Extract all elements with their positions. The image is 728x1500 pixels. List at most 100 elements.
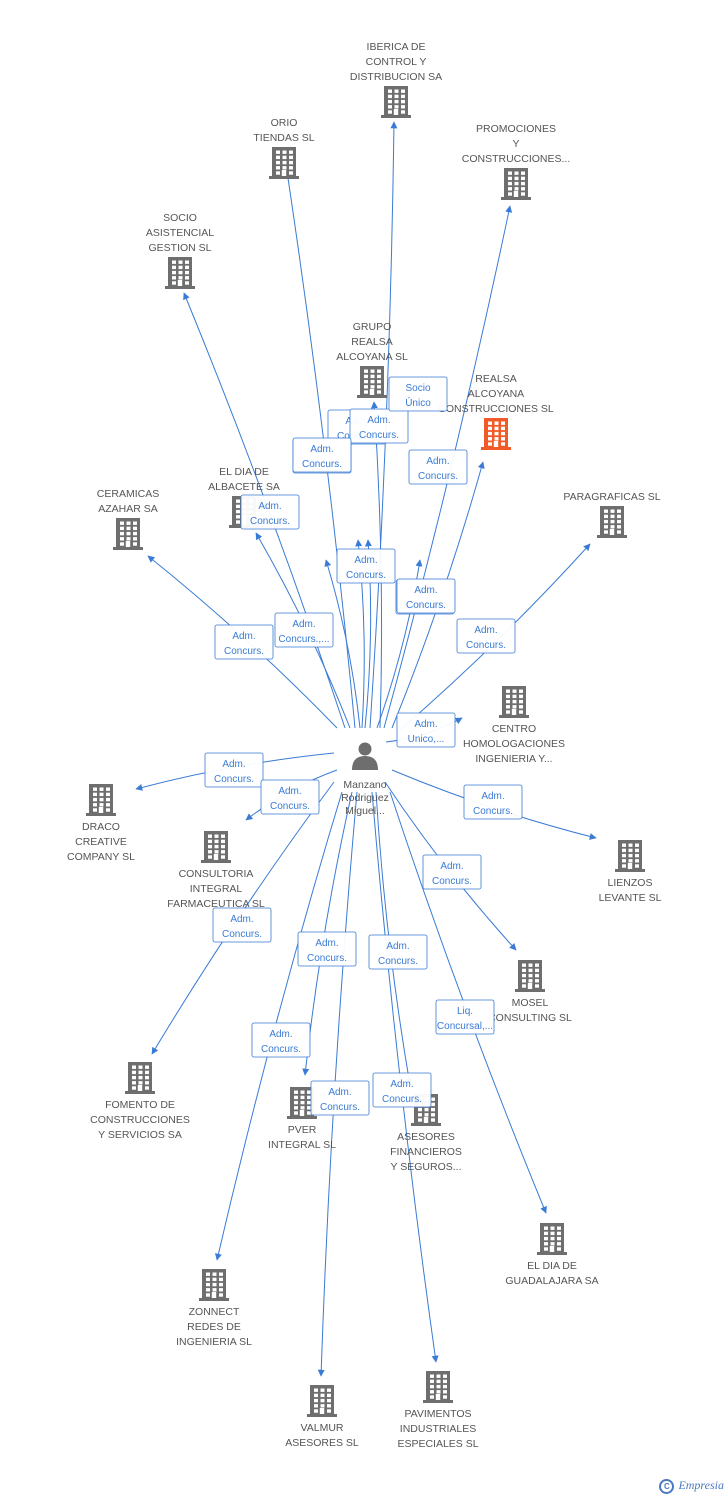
valmur-building-icon[interactable] bbox=[307, 1385, 337, 1417]
edge-label-realsa[interactable]: Adm.Concurs. bbox=[396, 578, 456, 614]
edge-label-text: Concurs. bbox=[214, 774, 254, 785]
edge-label-albacete[interactable]: Adm. Concurs.,... bbox=[274, 612, 334, 648]
ceramicas-building-icon[interactable] bbox=[113, 518, 143, 550]
orio-label: ORIO bbox=[271, 117, 298, 129]
edge-label-albacete[interactable]: Adm.Concurs. bbox=[240, 494, 300, 530]
ceramicas-label: AZAHAR SA bbox=[98, 503, 158, 515]
edge-label-text: Concurs. bbox=[418, 471, 458, 482]
edge-label-text: Concurs. bbox=[466, 640, 506, 651]
edge-label-text: Adm. bbox=[328, 1087, 351, 1098]
iberica-building-icon[interactable] bbox=[381, 86, 411, 118]
iberica-label: IBERICA DE bbox=[367, 41, 426, 53]
draco-building-icon[interactable] bbox=[86, 784, 116, 816]
edge-label-pver[interactable]: Adm.Concurs. bbox=[297, 931, 357, 967]
edge-label-text: Adm. bbox=[386, 941, 409, 952]
pavimentos-building-icon[interactable] bbox=[423, 1371, 453, 1403]
orio-label: TIENDAS SL bbox=[253, 132, 314, 144]
promociones-label: PROMOCIONES bbox=[476, 123, 556, 135]
edge-label-text: Adm. bbox=[269, 1029, 292, 1040]
fomento-label: Y SERVICIOS SA bbox=[98, 1129, 182, 1141]
edge-label-grupo[interactable]: Adm.Concurs. bbox=[336, 548, 396, 584]
edge-label-fomento[interactable]: Adm.Concurs. bbox=[212, 907, 272, 943]
edge-label-text: Adm. bbox=[278, 786, 301, 797]
guadalajara-building-icon[interactable] bbox=[537, 1223, 567, 1255]
edge-label-guadalajara[interactable]: Liq.Concursal,... bbox=[435, 999, 495, 1035]
zonnect-label: REDES DE bbox=[187, 1321, 241, 1333]
edge-label-consultoria[interactable]: Adm.Concurs. bbox=[260, 779, 320, 815]
pavimentos-label: ESPECIALES SL bbox=[397, 1438, 478, 1450]
edge-label-text: Socio bbox=[405, 383, 430, 394]
fomento-building-icon[interactable] bbox=[125, 1062, 155, 1094]
socio-building-icon[interactable] bbox=[165, 257, 195, 289]
edge-label-pavimentos[interactable]: Adm.Concurs. bbox=[372, 1072, 432, 1108]
edge-label-text: Concurs.,... bbox=[278, 634, 329, 645]
grupo-building-icon[interactable] bbox=[357, 366, 387, 398]
edge-label-text: Adm. bbox=[440, 861, 463, 872]
consultoria-label: INTEGRAL bbox=[190, 883, 243, 895]
edge-label-text: Concurs. bbox=[346, 570, 386, 581]
socio-label: SOCIO bbox=[163, 212, 197, 224]
grupo-label: REALSA bbox=[351, 336, 392, 348]
edge-label-zonnect[interactable]: Adm.Concurs. bbox=[251, 1022, 311, 1058]
edge-label-paragraficas[interactable]: Adm. Concurs. bbox=[456, 618, 516, 654]
edge-label-mosel[interactable]: Adm.Concurs. bbox=[422, 854, 482, 890]
orio-building-icon[interactable] bbox=[269, 147, 299, 179]
edge-label-text: Adm. bbox=[232, 631, 255, 642]
ceramicas-label: CERAMICAS bbox=[97, 488, 159, 500]
edge-label-grupo[interactable]: Adm.Concurs. bbox=[292, 437, 352, 473]
lienzos-building-icon[interactable] bbox=[615, 840, 645, 872]
realsa-building-icon[interactable] bbox=[481, 418, 511, 450]
consultoria-label: FARMACEUTICA SL bbox=[167, 898, 265, 910]
draco-label: CREATIVE bbox=[75, 836, 127, 848]
edge-label-text: Adm. bbox=[367, 415, 390, 426]
edge-label-text: Adm. bbox=[292, 619, 315, 630]
paragraficas-building-icon[interactable] bbox=[597, 506, 627, 538]
centro-building-icon[interactable] bbox=[499, 686, 529, 718]
edge-label-text: Adm. bbox=[230, 914, 253, 925]
edge-label-centro[interactable]: Adm.Unico,... bbox=[396, 712, 456, 748]
promociones-label: Y bbox=[512, 138, 519, 150]
zonnect-label: ZONNECT bbox=[189, 1306, 240, 1318]
valmur-label: ASESORES SL bbox=[285, 1437, 359, 1449]
edge-label-draco[interactable]: Adm.Concurs. bbox=[204, 752, 264, 788]
mosel-building-icon[interactable] bbox=[515, 960, 545, 992]
edge-label-text: Liq. bbox=[457, 1006, 473, 1017]
edge-label-ceramicas[interactable]: Adm.Concurs. bbox=[214, 624, 274, 660]
realsa-label: CONSTRUCCIONES SL bbox=[438, 403, 554, 415]
centro-label: CENTRO bbox=[492, 723, 536, 735]
person-icon[interactable] bbox=[352, 742, 378, 771]
edge-label-text: Concurs. bbox=[359, 430, 399, 441]
paragraficas-label: PARAGRAFICAS SL bbox=[563, 491, 660, 503]
edge-label-valmur[interactable]: Adm.Concurs. bbox=[310, 1080, 370, 1116]
promociones-building-icon[interactable] bbox=[501, 168, 531, 200]
consultoria-label: CONSULTORIA bbox=[179, 868, 254, 880]
consultoria-building-icon[interactable] bbox=[201, 831, 231, 863]
valmur-label: VALMUR bbox=[301, 1422, 344, 1434]
edge-label-text: Concurs. bbox=[302, 459, 342, 470]
draco-label: COMPANY SL bbox=[67, 851, 135, 863]
draco-label: DRACO bbox=[82, 821, 120, 833]
socio-label: ASISTENCIAL bbox=[146, 227, 214, 239]
pver-building-icon[interactable] bbox=[287, 1087, 317, 1119]
edge-label-asesores[interactable]: Adm. Concurs. bbox=[368, 934, 428, 970]
fomento-label: CONSTRUCCIONES bbox=[90, 1114, 190, 1126]
albacete-label: EL DIA DE bbox=[219, 466, 269, 478]
edge-label-promociones[interactable]: Adm.Concurs. bbox=[408, 449, 468, 485]
edge-label-text: Adm. bbox=[414, 585, 437, 596]
zonnect-building-icon[interactable] bbox=[199, 1269, 229, 1301]
edge-label-text: Concurs. bbox=[250, 516, 290, 527]
edge-label-text: Concurs. bbox=[378, 956, 418, 967]
edge-label-lienzos[interactable]: Adm.Concurs. bbox=[463, 784, 523, 820]
edge-label-text: Concurs. bbox=[307, 953, 347, 964]
albacete-label: ALBACETE SA bbox=[208, 481, 280, 493]
pver-label: INTEGRAL SL bbox=[268, 1139, 336, 1151]
centro-label: INGENIERIA Y... bbox=[475, 753, 552, 765]
grupo-label: GRUPO bbox=[353, 321, 392, 333]
edge-label-socio[interactable]: Adm. Concurs. bbox=[349, 408, 409, 444]
edge-label-text: Adm. bbox=[474, 625, 497, 636]
person-label: Manzano bbox=[343, 779, 386, 791]
lienzos-label: LIENZOS bbox=[608, 877, 653, 889]
